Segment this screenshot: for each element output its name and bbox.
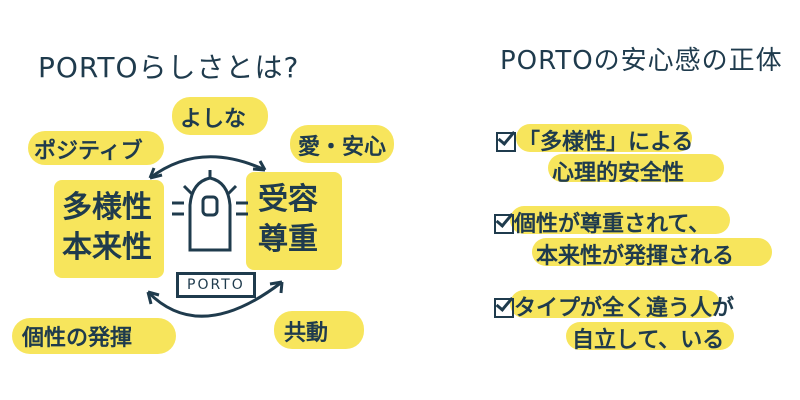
left-title: PORTOらしさとは? xyxy=(38,51,300,84)
center-left-block: 多様性 本来性 xyxy=(62,188,152,268)
highlight-item2-line2 xyxy=(532,238,772,266)
boat-window xyxy=(201,195,219,217)
label-resonance: 共動 xyxy=(284,321,329,346)
label-love-relief: 愛・安心 xyxy=(298,135,387,160)
bottom-arrow-head-left xyxy=(146,290,160,305)
item1-line2: 心理的安全性 xyxy=(552,161,685,186)
tick-tr xyxy=(226,184,238,196)
label-positive: ポジティブ xyxy=(34,139,143,164)
highlight-positive xyxy=(28,131,164,165)
checkbox-icon xyxy=(496,132,516,152)
right-title: PORTOの安心感の正体 xyxy=(500,46,783,76)
bottom-arrow-arc xyxy=(146,280,283,318)
highlight-resonance xyxy=(274,311,364,349)
highlight-individuality xyxy=(12,318,176,354)
label-individuality: 個性の発揮 xyxy=(22,326,133,351)
label-yoshina: よしな xyxy=(180,107,247,132)
center-left-line1: 多様性 xyxy=(62,190,152,225)
center-left-line2: 本来性 xyxy=(62,230,152,265)
highlight-item3-line1 xyxy=(510,290,720,318)
porto-logo-box: PORTO xyxy=(176,272,256,298)
highlight-diversity xyxy=(54,180,164,278)
item1-line1: 「多様性」による xyxy=(518,130,694,155)
top-arrow-arc xyxy=(149,155,266,180)
highlight-yoshina xyxy=(172,97,268,135)
checkbox-icon xyxy=(494,214,514,234)
item3-line1: タイプが全く違う人が xyxy=(514,296,735,321)
center-right-line1: 受容 xyxy=(258,182,318,217)
checkbox-icon xyxy=(494,298,514,318)
boat-outline xyxy=(188,176,232,252)
item3-line2: 自立して、いる xyxy=(572,328,725,353)
bottom-arrow-head-right xyxy=(269,280,284,294)
item2-line1: 個性が尊重されて、 xyxy=(514,212,711,237)
top-arrow-head-right xyxy=(252,160,267,172)
item2-line2: 本来性が発揮される xyxy=(536,244,735,269)
highlight-acceptance xyxy=(246,172,342,270)
highlight-love-relief xyxy=(290,125,394,163)
center-right-line2: 尊重 xyxy=(258,222,318,257)
center-right-block: 受容 尊重 xyxy=(258,180,318,260)
tick-tl xyxy=(182,184,194,196)
highlight-item1-line2 xyxy=(548,154,724,182)
highlight-item3-line2 xyxy=(566,322,734,350)
top-arrow-head-left xyxy=(148,167,163,180)
highlight-item1-line1 xyxy=(516,124,692,152)
highlight-item2-line1 xyxy=(510,206,730,234)
